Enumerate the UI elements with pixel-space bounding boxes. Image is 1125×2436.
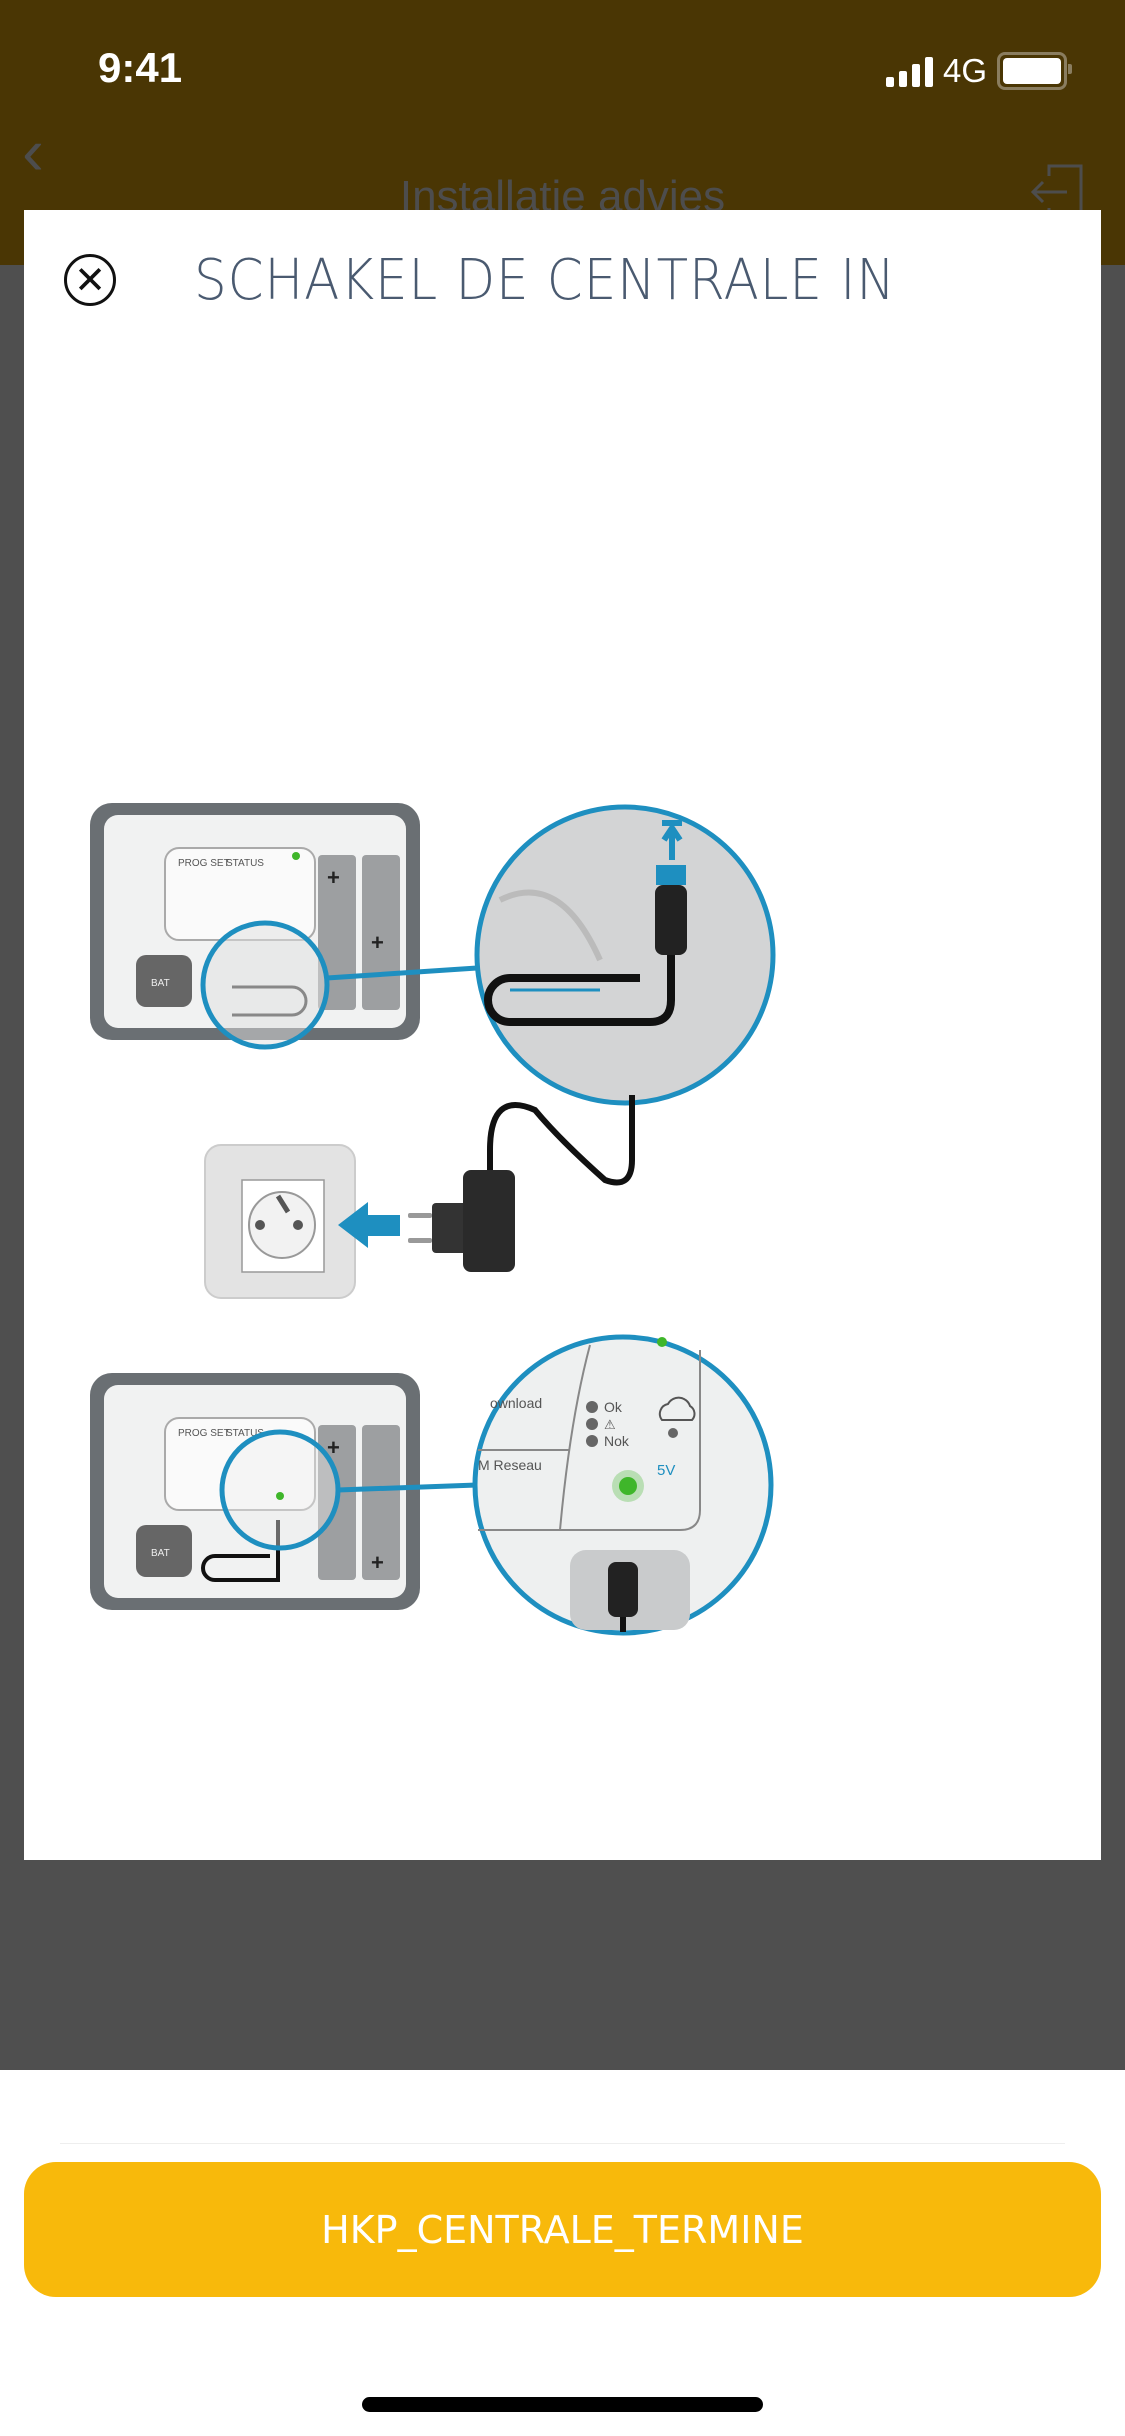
modal-title: SCHAKEL DE CENTRALE IN: [194, 248, 896, 313]
home-indicator[interactable]: [362, 2397, 763, 2412]
back-chevron-icon[interactable]: ‹: [22, 114, 44, 188]
network-type: 4G: [942, 52, 987, 89]
install-step-modal: ✕ SCHAKEL DE CENTRALE IN: [24, 210, 1101, 1860]
signal-icon: [885, 55, 933, 87]
centrale-done-button[interactable]: HKP_CENTRALE_TERMINE: [24, 2162, 1101, 2297]
footer-divider: [60, 2143, 1065, 2144]
status-time: 9:41: [98, 44, 183, 91]
close-icon[interactable]: ✕: [64, 254, 116, 306]
status-icons: 4G: [885, 52, 1072, 90]
battery-icon: [997, 52, 1072, 90]
